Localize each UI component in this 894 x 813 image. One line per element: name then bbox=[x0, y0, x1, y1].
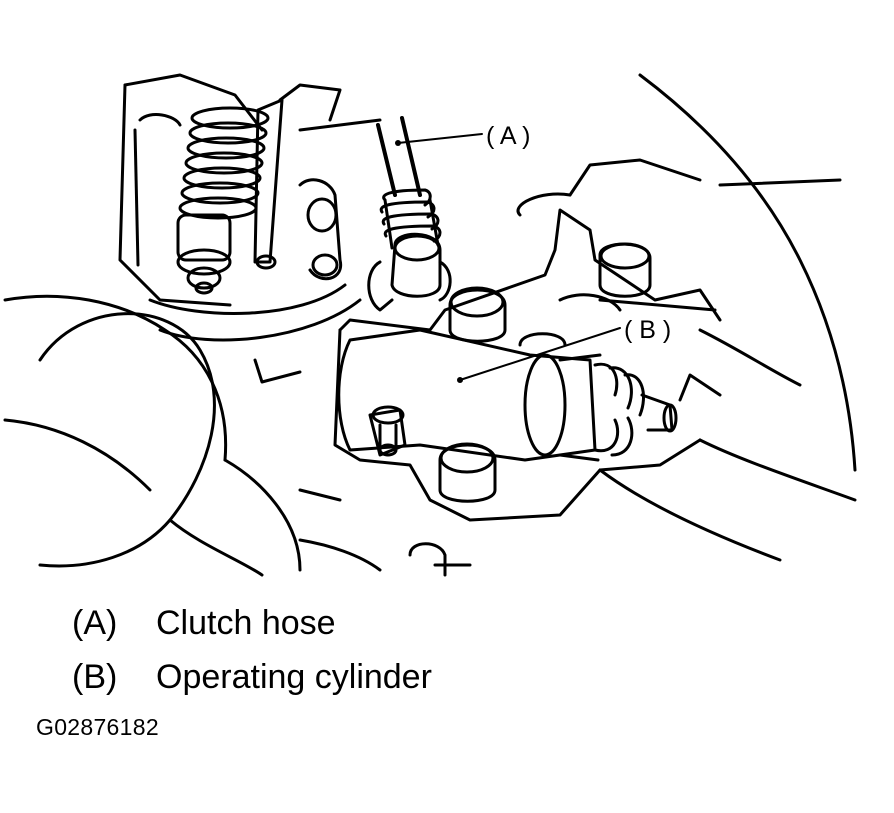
callout-b-leader bbox=[459, 327, 621, 381]
bracket-loop bbox=[148, 178, 362, 384]
lower-bracket bbox=[298, 488, 472, 577]
legend-label: Operating cylinder bbox=[156, 658, 432, 696]
callout-a-dot bbox=[395, 140, 401, 146]
callout-b-dot bbox=[457, 377, 463, 383]
hose-union-bolt bbox=[367, 232, 452, 312]
release-fork-spring-assembly bbox=[118, 73, 382, 307]
clutch-hose bbox=[376, 116, 442, 250]
legend-item-operating-cylinder: (B) Operating cylinder bbox=[72, 650, 432, 704]
callout-a-leader bbox=[397, 133, 483, 144]
legend-label: Clutch hose bbox=[156, 604, 336, 642]
bleeder-screw bbox=[368, 405, 407, 457]
callout-b-label: ( B ) bbox=[624, 316, 671, 344]
legend-key: (A) bbox=[72, 604, 118, 642]
legend-item-clutch-hose: (A) Clutch hose bbox=[72, 596, 432, 650]
legend-key: (B) bbox=[72, 658, 118, 696]
transmission-housing-left bbox=[3, 294, 302, 577]
mounting-bolts bbox=[438, 242, 652, 503]
transmission-housing-right bbox=[598, 73, 857, 562]
operating-cylinder bbox=[337, 328, 678, 462]
legend: (A) Clutch hose (B) Operating cylinder bbox=[72, 596, 432, 704]
figure-id: G02876182 bbox=[36, 714, 159, 740]
mounting-plate bbox=[333, 158, 722, 522]
callout-a-label: ( A ) bbox=[486, 122, 530, 150]
clutch-operating-cylinder-illustration: ( A ) ( B ) bbox=[3, 73, 857, 577]
